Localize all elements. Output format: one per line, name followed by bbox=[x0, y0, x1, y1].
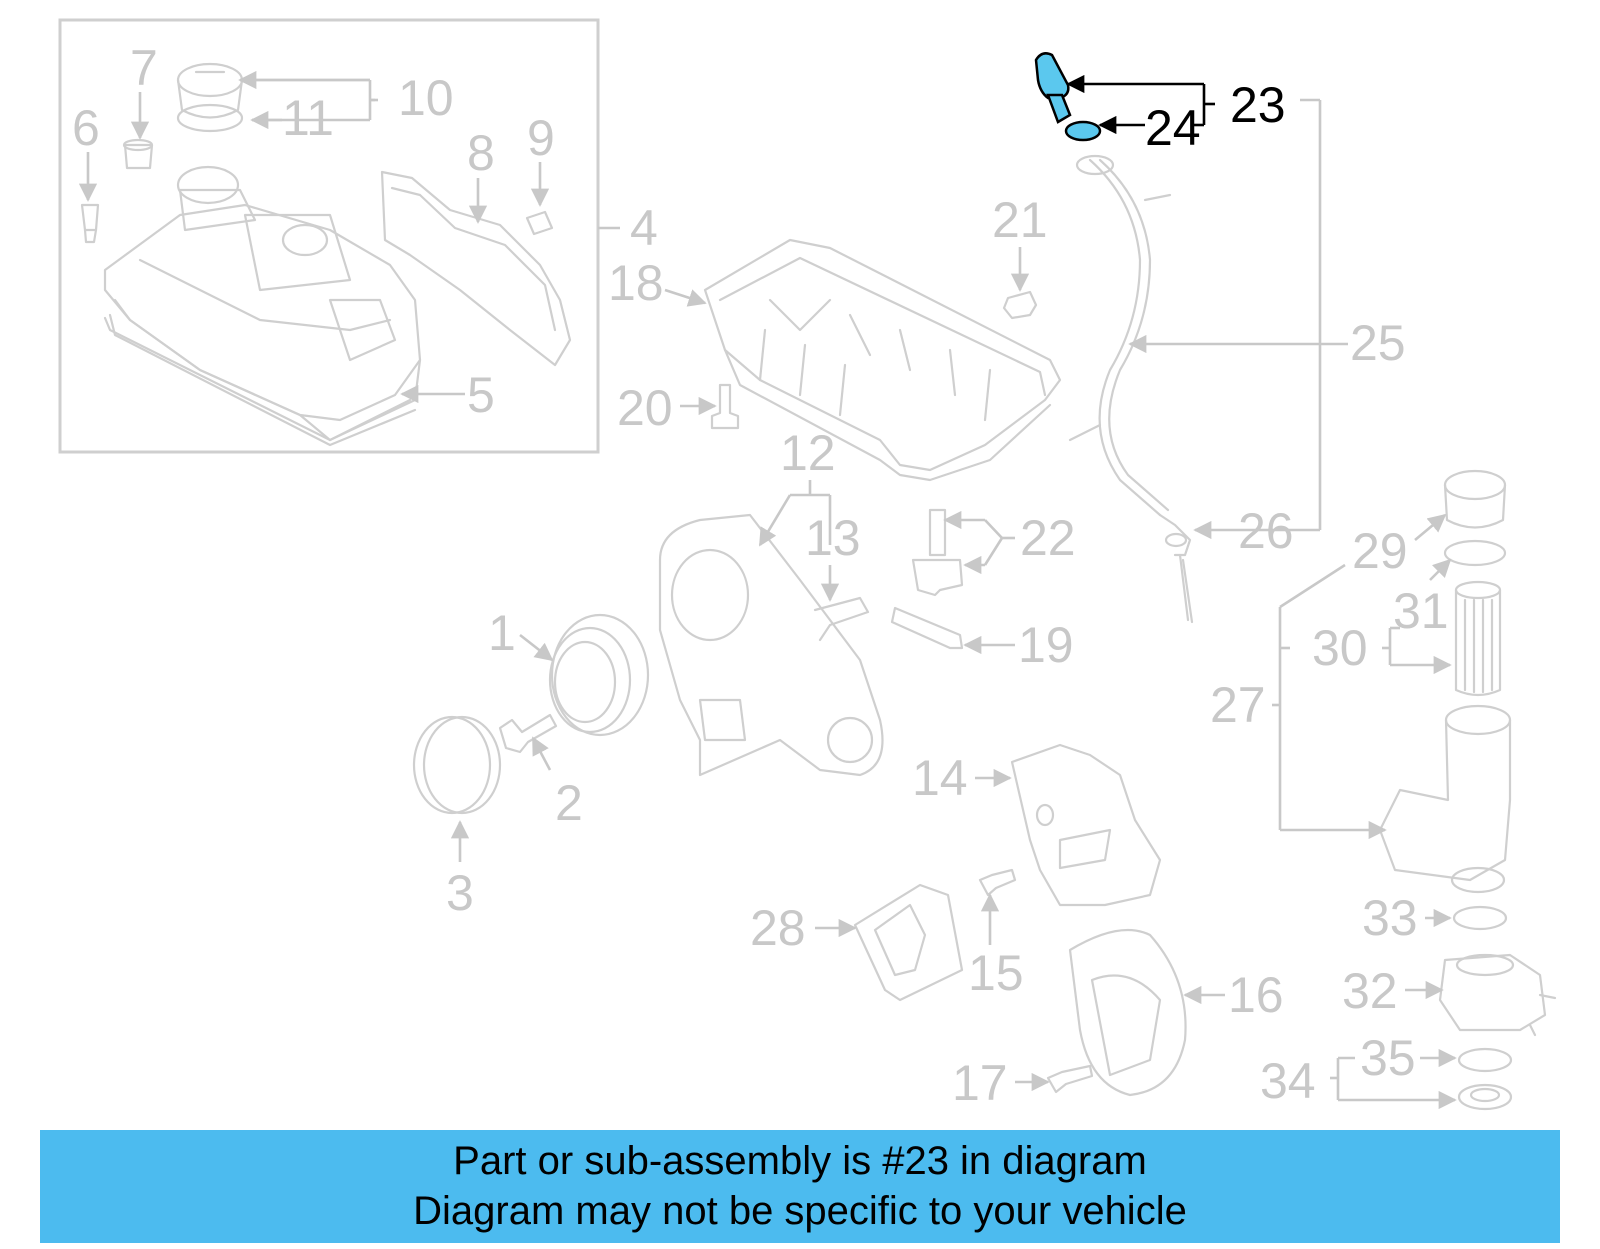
leader-22 bbox=[943, 510, 1015, 575]
callout-29: 29 bbox=[1352, 523, 1408, 579]
callout-27: 27 bbox=[1210, 677, 1266, 733]
callout-13: 13 bbox=[805, 510, 861, 566]
callout-14: 14 bbox=[912, 750, 968, 806]
callout-28: 28 bbox=[750, 900, 806, 956]
oil-cooler-part bbox=[1438, 953, 1557, 1037]
sensor-part-22 bbox=[911, 508, 964, 597]
callout-3: 3 bbox=[446, 865, 474, 921]
callout-5: 5 bbox=[467, 367, 495, 423]
oil-filler-cap-part bbox=[176, 62, 244, 133]
leader-27 bbox=[1272, 563, 1387, 840]
seal-part-34 bbox=[1457, 1083, 1513, 1111]
o-ring-part-35 bbox=[1457, 1047, 1513, 1073]
leader-29 bbox=[1414, 513, 1447, 541]
callout-30: 30 bbox=[1312, 620, 1368, 676]
leader-18 bbox=[664, 288, 707, 307]
leader-23-24 bbox=[1066, 74, 1215, 135]
callout-26: 26 bbox=[1238, 503, 1294, 559]
callout-1: 1 bbox=[488, 605, 516, 661]
callout-33: 33 bbox=[1362, 890, 1418, 946]
bolt-part-2 bbox=[498, 713, 558, 754]
bolt-part-15 bbox=[978, 868, 1017, 897]
leader-34 bbox=[1330, 1056, 1457, 1110]
o-ring-part-29 bbox=[1443, 539, 1507, 567]
callout-23: 23 bbox=[1230, 77, 1286, 133]
bolt-part-20 bbox=[710, 383, 740, 430]
callout-6: 6 bbox=[72, 100, 100, 156]
cover-part-14 bbox=[1010, 743, 1162, 907]
banner-line-1: Part or sub-assembly is #23 in diagram bbox=[453, 1139, 1147, 1183]
valve-cover-part bbox=[103, 165, 422, 447]
callout-4: 4 bbox=[630, 200, 658, 256]
callout-22: 22 bbox=[1020, 510, 1076, 566]
o-ring-part-33 bbox=[1452, 905, 1508, 931]
callout-31: 31 bbox=[1393, 583, 1449, 639]
callout-12: 12 bbox=[780, 425, 836, 481]
callout-17: 17 bbox=[952, 1055, 1008, 1111]
leader-1 bbox=[519, 633, 554, 662]
callout-21: 21 bbox=[992, 192, 1048, 248]
callout-18: 18 bbox=[608, 255, 664, 311]
callout-32: 32 bbox=[1342, 963, 1398, 1019]
callout-2: 2 bbox=[555, 775, 583, 831]
banner-line-2: Diagram may not be specific to your vehi… bbox=[413, 1189, 1187, 1233]
cover-part-8 bbox=[380, 170, 572, 367]
dipstick-tube-part bbox=[1068, 154, 1192, 557]
callout-8: 8 bbox=[467, 125, 495, 181]
bolt-part-17 bbox=[1046, 1064, 1094, 1094]
oil-filter-cap-part bbox=[1443, 469, 1507, 529]
oil-filter-housing-part bbox=[1378, 704, 1512, 894]
gasket-part-28 bbox=[853, 883, 964, 1002]
gasket-part-19 bbox=[890, 606, 964, 650]
callout-10: 10 bbox=[398, 70, 454, 126]
timing-cover-part-16 bbox=[1068, 928, 1187, 1097]
leader-30 bbox=[1382, 626, 1452, 675]
callout-16: 16 bbox=[1228, 967, 1284, 1023]
callout-25: 25 bbox=[1350, 315, 1406, 371]
dipstick-handle-highlight bbox=[1034, 52, 1102, 142]
timing-belt-cover-part bbox=[658, 513, 884, 777]
bolt-part-9 bbox=[525, 210, 554, 236]
valve-cover-inset-box bbox=[58, 18, 600, 454]
callout-11: 11 bbox=[282, 90, 334, 146]
callout-7: 7 bbox=[130, 40, 158, 96]
pulley-part bbox=[548, 613, 650, 737]
bracket-part-13 bbox=[813, 596, 870, 642]
callout-34: 34 bbox=[1260, 1053, 1316, 1109]
leader-31 bbox=[1429, 558, 1452, 581]
oil-filter-element-part bbox=[1454, 580, 1502, 697]
leader-2 bbox=[531, 736, 552, 771]
leader-12 bbox=[758, 480, 832, 547]
drain-plug-part bbox=[1002, 290, 1038, 320]
callout-24: 24 bbox=[1145, 100, 1201, 156]
sensor-part bbox=[80, 203, 100, 244]
oil-pan-part bbox=[703, 238, 1062, 482]
gasket-part-5 bbox=[103, 316, 412, 442]
cover-cap-part bbox=[412, 715, 502, 815]
leader-25-26 bbox=[1128, 98, 1348, 540]
callout-35: 35 bbox=[1360, 1030, 1416, 1086]
callout-19: 19 bbox=[1018, 617, 1074, 673]
dipstick-lower-part bbox=[1164, 532, 1194, 624]
info-banner: Part or sub-assembly is #23 in diagram D… bbox=[40, 1130, 1560, 1243]
callout-9: 9 bbox=[527, 110, 555, 166]
plug-part bbox=[122, 138, 154, 170]
callout-20: 20 bbox=[617, 380, 673, 436]
callout-15: 15 bbox=[968, 945, 1024, 1001]
